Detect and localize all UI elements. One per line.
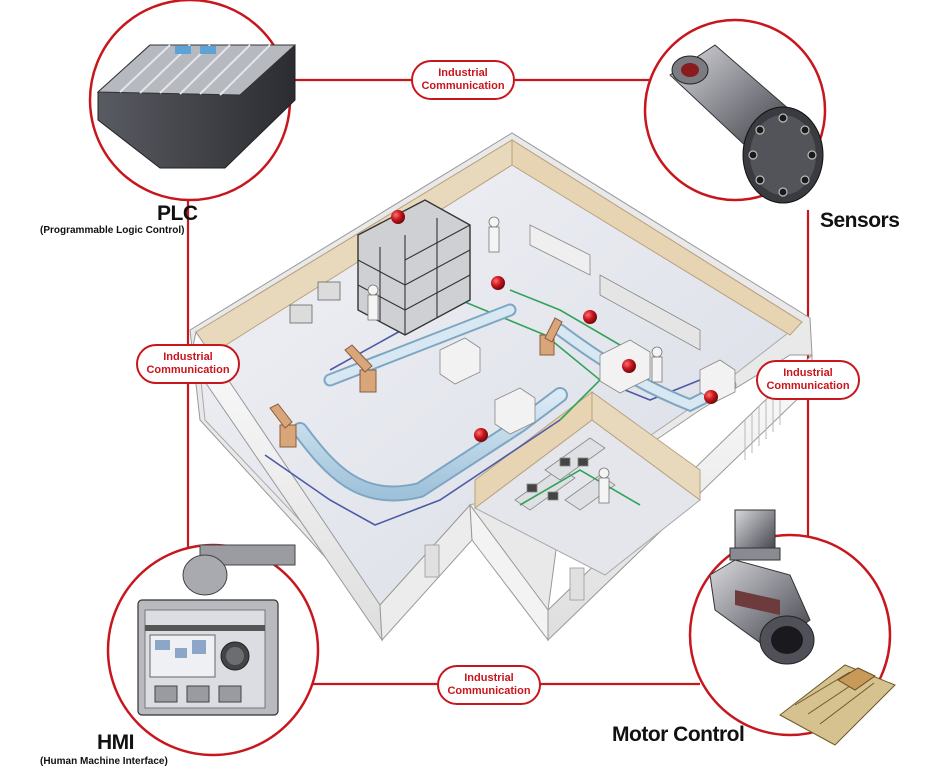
sensor-icon (669, 44, 824, 204)
sensors-title: Sensors (820, 209, 900, 232)
storage-rack (357, 199, 471, 336)
plc-node (88, 0, 297, 202)
plc-title: PLC (157, 202, 198, 225)
plc-subtitle: (Programmable Logic Control) (40, 225, 185, 236)
hmi-node (106, 543, 320, 757)
link-top-line2: Communication (421, 80, 505, 92)
sensor-dots (391, 210, 718, 442)
link-bottom-line1: Industrial (464, 672, 514, 684)
link-bottom-line2: Communication (447, 685, 531, 697)
factory-floor (189, 132, 813, 642)
workers (367, 216, 663, 504)
link-right-line2: Communication (766, 380, 850, 392)
motor-node (688, 509, 896, 746)
motor-icon (709, 509, 896, 746)
hmi-subtitle: (Human Machine Interface) (40, 756, 168, 767)
hmi-title: HMI (97, 731, 135, 754)
link-left-line1: Industrial (163, 351, 213, 363)
hmi-icon (137, 544, 296, 716)
link-top-line1: Industrial (438, 67, 488, 79)
plc-icon (96, 44, 297, 169)
sensors-node (643, 18, 827, 204)
link-left-line2: Communication (146, 364, 230, 376)
link-right-line1: Industrial (783, 367, 833, 379)
motor-title: Motor Control (612, 723, 745, 746)
robot-arms (269, 317, 563, 448)
